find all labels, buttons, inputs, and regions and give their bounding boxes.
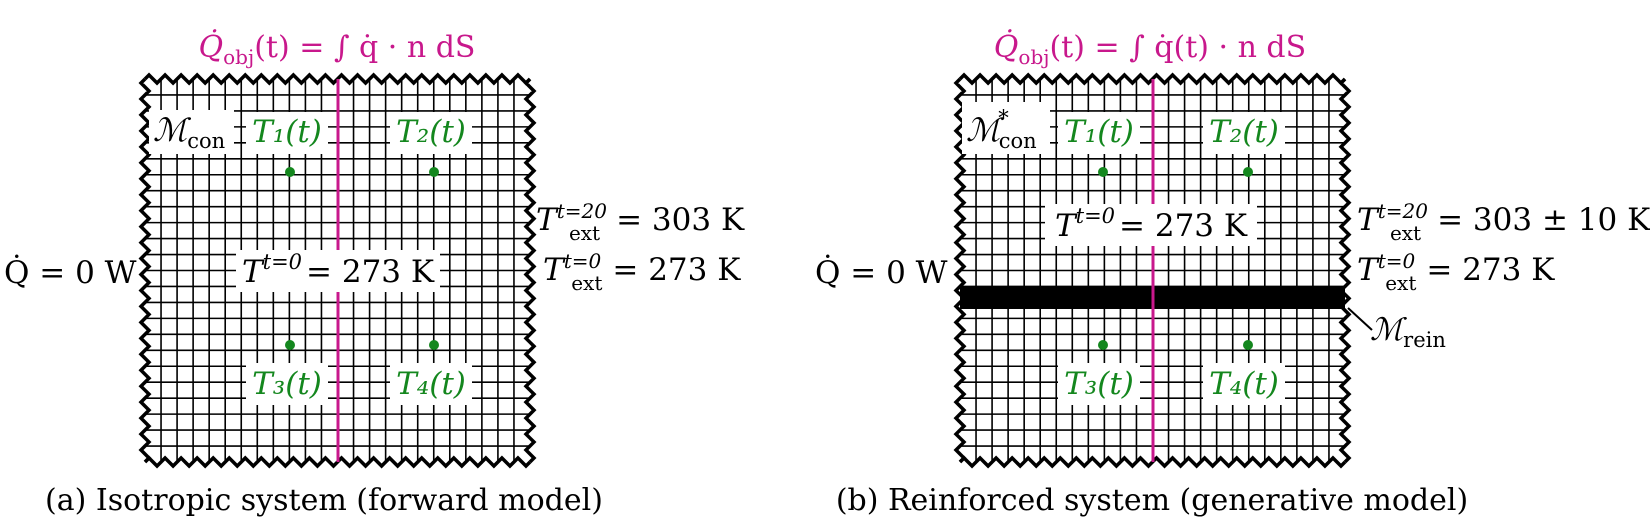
initial-temp-box: [236, 250, 440, 292]
boundary-right-zigzag: [523, 77, 537, 464]
sensor-label-box: [1203, 363, 1285, 405]
sensor-point-t2: [1243, 167, 1253, 177]
sensor-point-t1: [1098, 167, 1108, 177]
sensor-label-t1: T₁(t): [1064, 114, 1134, 150]
sensor-label-t3: T₃(t): [1064, 366, 1134, 402]
boundary-left-zigzag: [953, 77, 967, 464]
sensor-label-box: [390, 112, 472, 154]
sensor-point-t1: [285, 167, 295, 177]
sensor-label-box: [1203, 112, 1285, 154]
caption-a: (a) Isotropic system (forward model): [45, 483, 603, 518]
sensor-label-box: [246, 112, 328, 154]
sensor-point-t4: [1243, 340, 1253, 350]
sensor-label-box: [1058, 112, 1140, 154]
boundary-right-zigzag: [1338, 77, 1352, 464]
sensor-label-box: [390, 363, 472, 405]
heat-flux-label: Q̇ = 0 W: [4, 254, 137, 291]
caption-b: (b) Reinforced system (generative model): [836, 483, 1468, 518]
sensor-point-t4: [429, 340, 439, 350]
sensor-point-t3: [285, 340, 295, 350]
sensor-label-box: [246, 363, 328, 405]
heat-flux-label: Q̇ = 0 W: [815, 254, 948, 291]
panel-isotropic-system: Q̇obj(t) = ∫ q̇ · n dS ℳcon T₁(t) T₂(t) …: [4, 30, 745, 518]
sensor-point-t2: [429, 167, 439, 177]
sensor-label-t4: T₄(t): [1209, 366, 1279, 402]
sensor-label-t2: T₂(t): [396, 114, 466, 150]
reinforcement-label: ℳrein: [1370, 312, 1446, 352]
mesh-label-box: [149, 110, 234, 154]
reinforcement-leader-line: [1347, 307, 1373, 331]
flux-label: Q̇obj(t) = ∫ q̇ · n dS: [199, 30, 476, 69]
initial-temp-label: Tt=0= 273 K: [1055, 204, 1248, 244]
sensor-label-t3: T₃(t): [252, 366, 322, 402]
boundary-left-zigzag: [138, 77, 152, 464]
sensor-point-t3: [1098, 340, 1108, 350]
initial-temp-label: Tt=0= 273 K: [242, 250, 435, 290]
sensor-label-t4: T₄(t): [396, 366, 466, 402]
panel-reinforced-system: Q̇obj(t) = ∫ q̇(t) · n dS ℳ*con T₁(t) T₂…: [815, 30, 1650, 518]
mesh-label-box: [962, 102, 1050, 154]
mesh-label: ℳ*con: [966, 106, 1037, 153]
sensor-label-t1: T₁(t): [252, 114, 322, 150]
flux-label: Q̇obj(t) = ∫ q̇(t) · n dS: [994, 30, 1306, 69]
initial-temp-box: [1045, 204, 1257, 246]
mesh-label: ℳcon: [153, 111, 225, 153]
sensor-label-box: [1058, 363, 1140, 405]
sensor-label-t2: T₂(t): [1209, 114, 1279, 150]
